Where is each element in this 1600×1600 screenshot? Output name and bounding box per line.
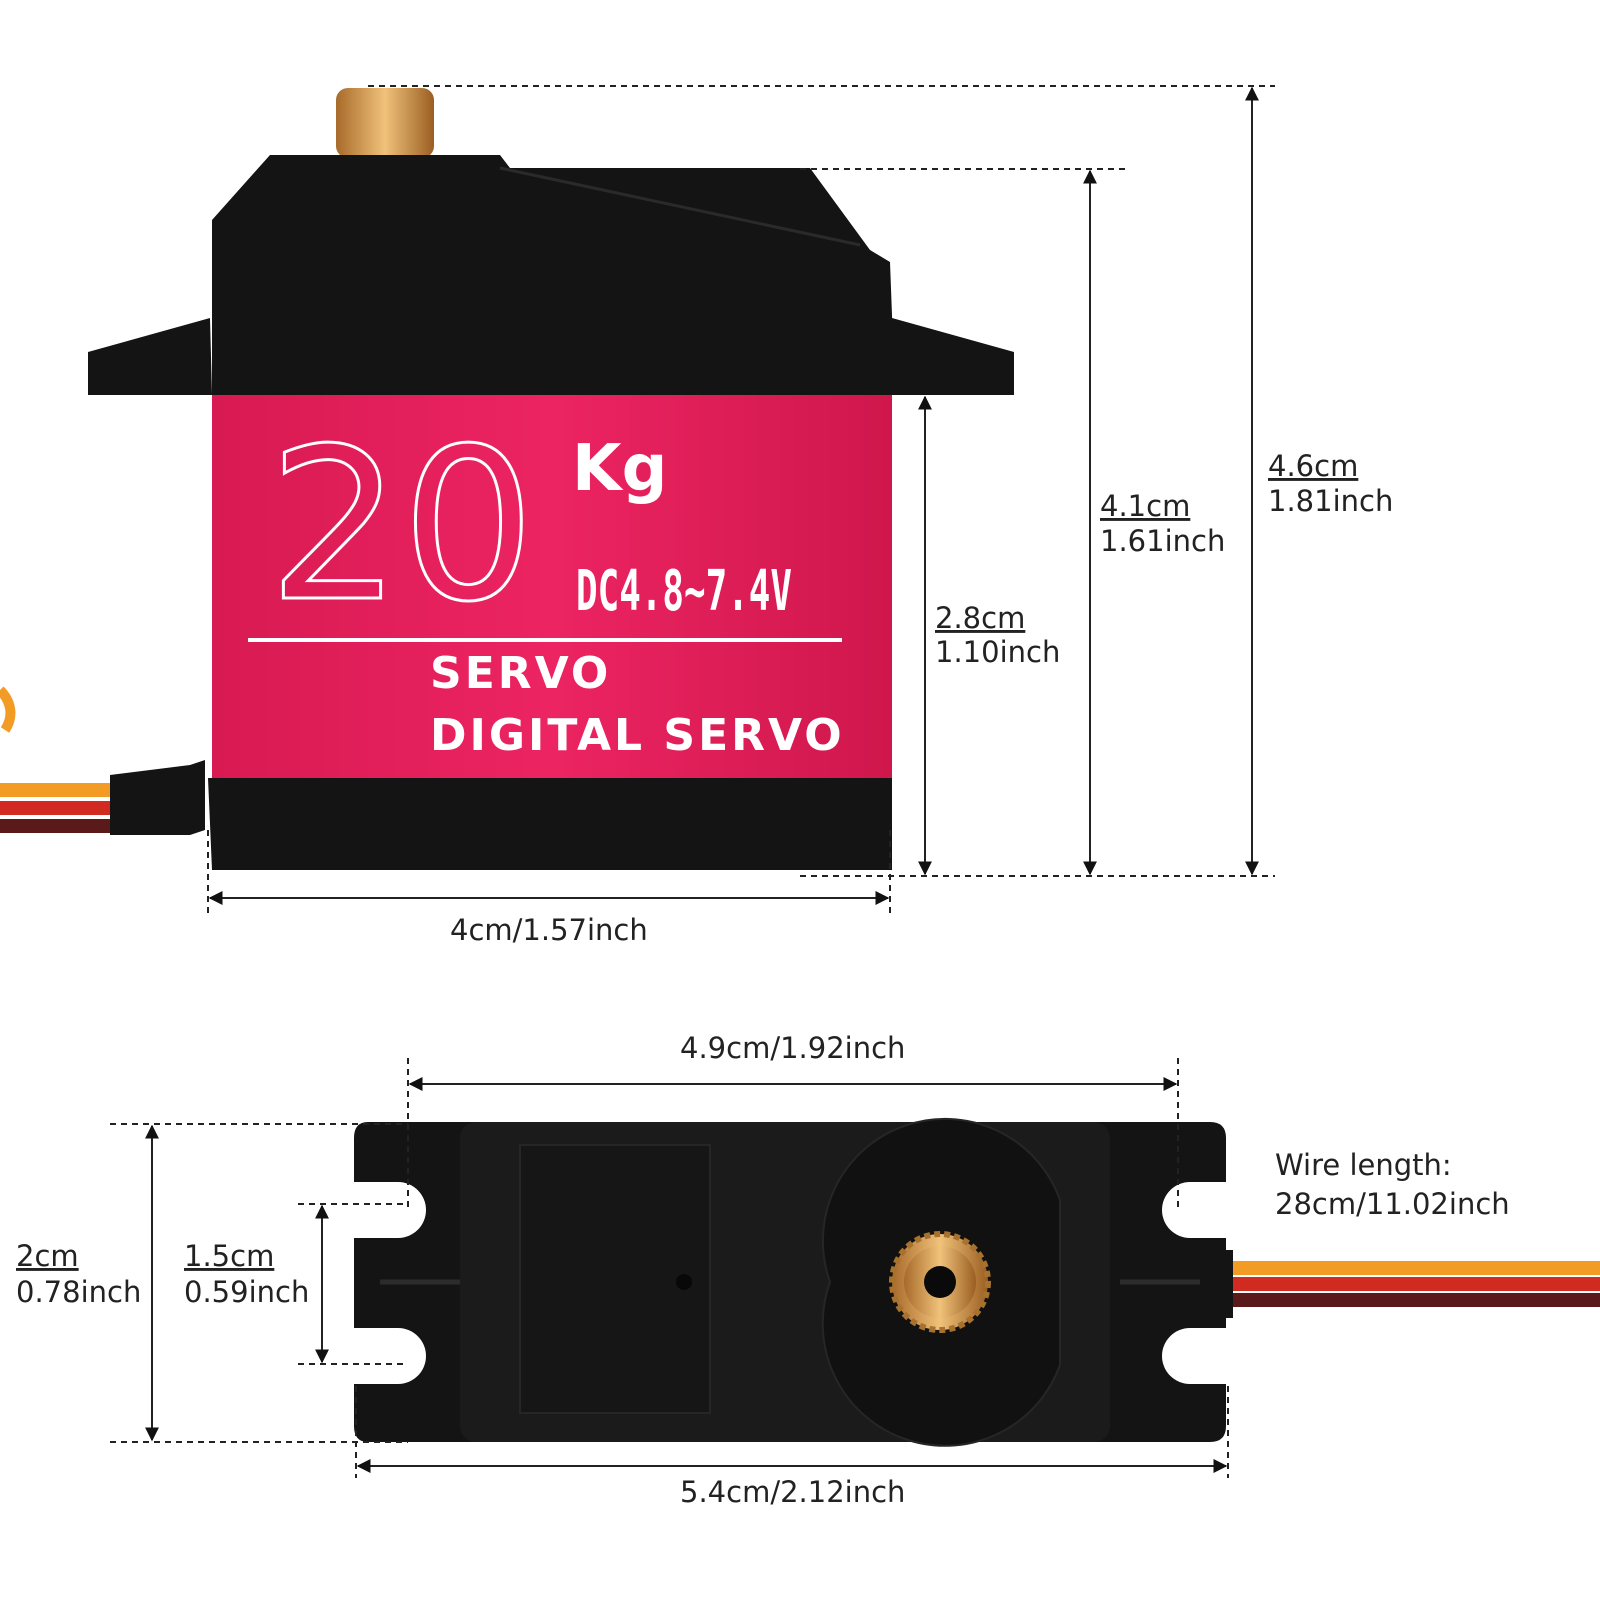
body-height-in: 1.10inch: [935, 635, 1060, 669]
voltage-label: DC4.8~7.4V: [576, 559, 792, 624]
width-front-label: 4cm/1.57inch: [450, 913, 648, 947]
total-length-label: 5.4cm/2.12inch: [680, 1475, 905, 1509]
mount-spacing-label: 4.9cm/1.92inch: [680, 1031, 905, 1065]
load-value: 20: [268, 403, 535, 648]
wire-length-label: Wire length:: [1275, 1148, 1452, 1182]
slot-in: 0.59inch: [184, 1275, 309, 1309]
case-height-in: 1.61inch: [1100, 524, 1225, 558]
servo-label: SERVO: [430, 648, 611, 699]
case-height-cm: 4.1cm: [1100, 489, 1190, 523]
servo-top-case: [212, 155, 895, 395]
slot-cm: 1.5cm: [184, 1239, 274, 1273]
depth-in: 0.78inch: [16, 1275, 141, 1309]
servo-side-view: 20 Kg DC4.8~7.4V SERVO DIGITAL SERVO: [0, 88, 1014, 870]
top-dimensions: [110, 1058, 1229, 1478]
servo-red-band: [212, 395, 892, 780]
mount-flange-right: [892, 318, 1014, 395]
output-gear-top: [889, 1231, 991, 1333]
servo-side-wires: [0, 686, 205, 835]
wire-length-value: 28cm/11.02inch: [1275, 1187, 1510, 1221]
load-unit: Kg: [572, 432, 667, 506]
servo-bottom-case: [208, 778, 892, 870]
depth-cm: 2cm: [16, 1239, 79, 1273]
digital-servo-label: DIGITAL SERVO: [430, 710, 845, 761]
total-height-cm: 4.6cm: [1268, 449, 1358, 483]
servo-top-wires: [1215, 1250, 1600, 1318]
mount-flange-left: [88, 318, 212, 395]
body-height-cm: 2.8cm: [935, 601, 1025, 635]
side-dimensions: [207, 85, 1275, 918]
total-height-in: 1.81inch: [1268, 484, 1393, 518]
output-gear: [336, 88, 434, 158]
servo-top-view: [354, 1117, 1600, 1447]
